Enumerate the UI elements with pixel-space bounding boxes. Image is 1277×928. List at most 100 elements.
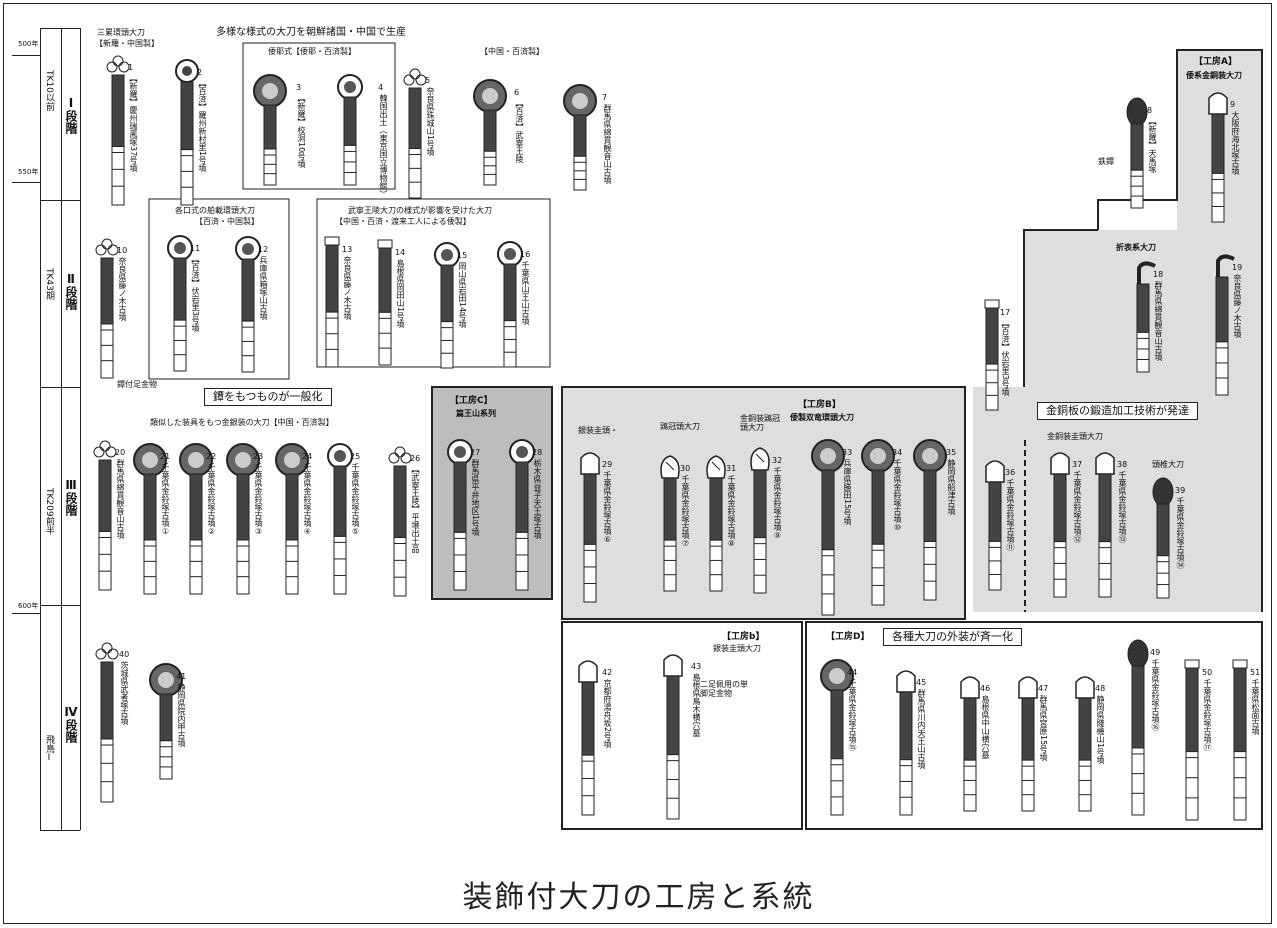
caption-number-23: 23 xyxy=(253,452,264,461)
caption-number-29: 29 xyxy=(602,460,613,469)
caption-48: 静岡県賤機山1号墳 xyxy=(1096,695,1105,765)
caption-40: 茨城県武者塚古墳 xyxy=(120,661,129,725)
sword-drawing-36 xyxy=(985,460,1005,591)
caption-13: 奈良県藤ノ木古墳 xyxy=(343,256,352,320)
tick-550 xyxy=(12,182,40,183)
caption-number-2: 2 xyxy=(197,68,203,77)
caption-36: 千葉県金鈴塚古墳⑪ xyxy=(1006,479,1015,551)
sword-drawing-44 xyxy=(820,659,854,816)
caption-7: 群馬県綿貫観音山古墳 xyxy=(603,104,612,184)
sword-drawing-20 xyxy=(93,440,117,591)
sword-drawing-49 xyxy=(1127,639,1149,816)
caption-44: 千葉県金鈴塚古墳⑮ xyxy=(848,679,857,751)
period-column xyxy=(40,28,62,830)
sword-drawing-18 xyxy=(1136,261,1156,373)
sword-drawing-39 xyxy=(1152,477,1174,599)
caption-4: 韓国出土（東京国立博物館） xyxy=(379,94,388,198)
caption-number-12: 12 xyxy=(258,245,269,254)
caption-number-18: 18 xyxy=(1153,270,1164,279)
caption-27: 群馬県平井地区1号墳 xyxy=(471,459,480,537)
caption-28: 栃木県益子天王塚古墳 xyxy=(533,459,542,539)
workshop-c-sub: 篇王山系列 xyxy=(456,409,496,418)
heading-similar: 類似した装具をもつ金銀装の大刀【中国・百済製】 xyxy=(150,418,334,427)
workshop-b-col2: 鶏冠頭大刀 xyxy=(660,422,700,431)
caption-29: 千葉県金鈴塚古墳⑥ xyxy=(603,471,612,544)
caption-3: 【新羅】校洞10号墳 xyxy=(297,94,306,169)
caption-11: 【百済】伏岩里3号墳 xyxy=(191,255,200,333)
workshop-b-col1: 銀装圭頭・ xyxy=(578,426,618,435)
sword-drawing-21 xyxy=(133,443,167,595)
caption-number-42: 42 xyxy=(602,668,613,677)
caption-32: 千葉県金鈴塚古墳⑨ xyxy=(773,467,782,540)
workshop-a-sub: 倭系金銅装大刀 xyxy=(1186,71,1242,80)
sword-drawing-51 xyxy=(1232,659,1248,821)
scale-top xyxy=(40,28,80,29)
caption-number-26: 26 xyxy=(410,454,421,463)
caption-50: 千葉県金鈴塚古墳⑰ xyxy=(1203,679,1212,751)
sword-drawing-26 xyxy=(388,446,412,597)
heading-imported-origin: 【百済・中国製】 xyxy=(195,217,259,226)
sword-drawing-37 xyxy=(1050,452,1070,598)
year-500: 500年 xyxy=(18,40,39,48)
caption-number-13: 13 xyxy=(342,245,353,254)
sword-drawing-10 xyxy=(95,238,119,379)
caption-number-31: 31 xyxy=(726,464,737,473)
caption-33: 兵庫県勝田15号墳 xyxy=(843,459,852,526)
caption-20: 群馬県綿貫観音山古墳 xyxy=(116,459,125,539)
heading-muryeong-origin: 【中国・百済・渡来工人による倭製】 xyxy=(335,217,471,226)
stage-3: Ⅲ段階 xyxy=(64,478,78,516)
caption-21: 千葉県金鈴塚古墳① xyxy=(161,463,170,536)
sword-drawing-14 xyxy=(377,239,393,366)
year-600: 600年 xyxy=(18,602,39,610)
caption-5: 奈良県珠城山1号墳 xyxy=(426,87,435,157)
period-3: TK209前半 xyxy=(44,488,54,535)
banner-tsuba: 鐔をもつものが一般化 xyxy=(204,388,332,406)
caption-number-5: 5 xyxy=(425,76,431,85)
caption-25: 千葉県金鈴塚古墳⑤ xyxy=(351,463,360,536)
workshop-b-lower-note: 二足佩用の単脚足金物 xyxy=(700,680,748,698)
sword-drawing-45 xyxy=(896,670,916,816)
caption-number-3: 3 xyxy=(296,83,302,92)
sword-drawing-40 xyxy=(95,642,119,803)
label-iron-tsuba: 鉄鐔 xyxy=(1098,157,1114,166)
caption-number-46: 46 xyxy=(980,684,991,693)
heading-china-baekje: 【中国・百済製】 xyxy=(480,47,544,56)
caption-1: 【新羅】慶州瑞鳳塚37号墳 xyxy=(129,74,138,173)
caption-number-14: 14 xyxy=(395,248,406,257)
caption-51: 千葉県松面古墳 xyxy=(1251,679,1260,735)
caption-number-35: 35 xyxy=(946,448,957,457)
caption-14: 島根県岡田山1号墳 xyxy=(396,259,405,329)
caption-46: 島根県中山横穴墓 xyxy=(981,695,990,759)
caption-number-20: 20 xyxy=(115,448,126,457)
scale-bottom xyxy=(40,830,80,831)
sword-drawing-25 xyxy=(327,443,353,595)
period-4: 飛鳥Ⅰ xyxy=(44,735,54,763)
caption-number-48: 48 xyxy=(1095,684,1106,693)
sword-drawing-30 xyxy=(660,455,680,592)
caption-17: 【百済】伏岩里3号墳 xyxy=(1001,319,1010,397)
caption-number-15: 15 xyxy=(457,251,468,260)
caption-9: 大阪府海北塚古墳 xyxy=(1231,111,1240,175)
period-2: TK43期 xyxy=(44,268,54,300)
sword-drawing-35 xyxy=(913,439,947,601)
sword-drawing-17 xyxy=(984,299,1000,411)
caption-47: 群馬県宮原15号墳 xyxy=(1039,695,1048,762)
stage-4: Ⅳ段階 xyxy=(64,705,78,743)
sword-drawing-5 xyxy=(403,68,427,199)
caption-number-6: 6 xyxy=(514,88,520,97)
caption-38: 千葉県金鈴塚古墳⑬ xyxy=(1118,471,1127,543)
workshop-b-lower-label: 【工房b】 xyxy=(722,632,765,642)
caption-number-16: 16 xyxy=(520,250,531,259)
workshop-d-sub2: 頭椎大刀 xyxy=(1152,460,1184,469)
caption-number-38: 38 xyxy=(1117,460,1128,469)
caption-number-44: 44 xyxy=(847,668,858,677)
caption-8: 【新羅】天馬塚 xyxy=(1148,117,1157,173)
sword-drawing-42 xyxy=(578,660,598,816)
workshop-a-sub2: 折表系大刀 xyxy=(1116,243,1156,252)
caption-35: 静岡県船津古墳 xyxy=(947,459,956,515)
sword-drawing-6 xyxy=(473,79,507,186)
caption-number-17: 17 xyxy=(1000,308,1011,317)
label-tsuba-fitting: 鐔付足金物 xyxy=(117,380,157,389)
heading-diverse: 多様な様式の大刀を朝鮮諸国・中国で生産 xyxy=(216,27,406,38)
sword-drawing-15 xyxy=(434,242,460,369)
